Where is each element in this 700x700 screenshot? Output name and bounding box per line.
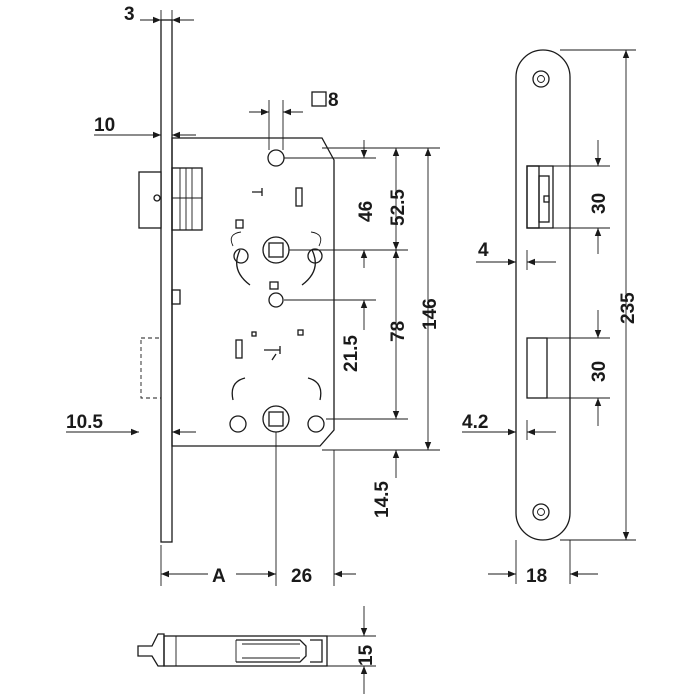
svg-text:A: A bbox=[212, 566, 226, 587]
dim-spindle-to-case-back: 26 bbox=[291, 566, 356, 587]
dim-bolt-offset: 10.5 bbox=[66, 412, 196, 436]
svg-text:14.5: 14.5 bbox=[372, 481, 393, 518]
svg-text:146: 146 bbox=[420, 298, 441, 330]
svg-text:235: 235 bbox=[618, 292, 639, 324]
middle-fixing-hole bbox=[268, 292, 284, 308]
upper-follower bbox=[230, 231, 323, 286]
dim-case-height: 146 bbox=[420, 148, 441, 450]
svg-text:10: 10 bbox=[94, 115, 115, 136]
faceplate-side bbox=[160, 19, 173, 543]
dim-spindle-to-lower-hole: 21.5 bbox=[341, 300, 368, 372]
top-fixing-hole bbox=[267, 149, 285, 167]
svg-text:21.5: 21.5 bbox=[341, 335, 362, 372]
svg-text:4.2: 4.2 bbox=[462, 412, 488, 433]
dim-backset: A bbox=[161, 566, 276, 587]
svg-text:18: 18 bbox=[526, 566, 547, 587]
dim-spindle-to-lower-follower: 78 bbox=[388, 250, 409, 419]
faceplate-bottom-screw-hole bbox=[532, 503, 550, 521]
dim-spindle-square: 8 bbox=[249, 90, 339, 150]
dim-spindle-to-case-top: 52.5 bbox=[388, 148, 409, 250]
faceplate-outline bbox=[515, 49, 571, 541]
svg-text:30: 30 bbox=[589, 193, 610, 214]
dim-lower-follower-to-bottom: 14.5 bbox=[372, 450, 400, 518]
svg-text:26: 26 bbox=[291, 566, 312, 587]
svg-text:8: 8 bbox=[328, 90, 339, 111]
dim-faceplate-width: 18 bbox=[488, 566, 598, 587]
latch-bolt bbox=[138, 167, 203, 231]
dim-faceplate-front-offset: 4 bbox=[476, 240, 556, 270]
svg-text:52.5: 52.5 bbox=[388, 189, 409, 226]
faceplate-front-view bbox=[515, 49, 571, 541]
dim-faceplate-height: 235 bbox=[618, 50, 639, 540]
svg-text:30: 30 bbox=[589, 361, 610, 382]
svg-text:15: 15 bbox=[356, 644, 377, 666]
dim-faceplate-thickness: 3 bbox=[124, 4, 194, 40]
lock-bottom-view bbox=[137, 633, 328, 667]
svg-text:46: 46 bbox=[356, 201, 377, 222]
faceplate-bolt-opening bbox=[526, 337, 548, 399]
svg-text:78: 78 bbox=[388, 321, 409, 342]
dim-latch-offset: 10 bbox=[94, 115, 196, 139]
lock-case-outline bbox=[171, 137, 335, 447]
stop-block bbox=[171, 289, 181, 305]
svg-text:3: 3 bbox=[124, 4, 135, 25]
dim-bolt-cutout-height: 30 bbox=[589, 310, 610, 426]
lower-follower bbox=[229, 377, 325, 433]
svg-text:4: 4 bbox=[478, 240, 489, 261]
dead-bolt bbox=[140, 337, 162, 399]
svg-text:10.5: 10.5 bbox=[66, 412, 103, 433]
dim-latch-cutout-height: 30 bbox=[589, 140, 610, 254]
dim-spindle-to-top-hole: 46 bbox=[356, 140, 377, 268]
lock-body-front-view bbox=[138, 19, 335, 543]
dim-case-depth: 15 bbox=[327, 606, 377, 694]
faceplate-latch-opening bbox=[526, 165, 554, 229]
dim-faceplate-bolt-offset: 4.2 bbox=[462, 412, 556, 440]
faceplate-top-screw-hole bbox=[532, 70, 550, 88]
